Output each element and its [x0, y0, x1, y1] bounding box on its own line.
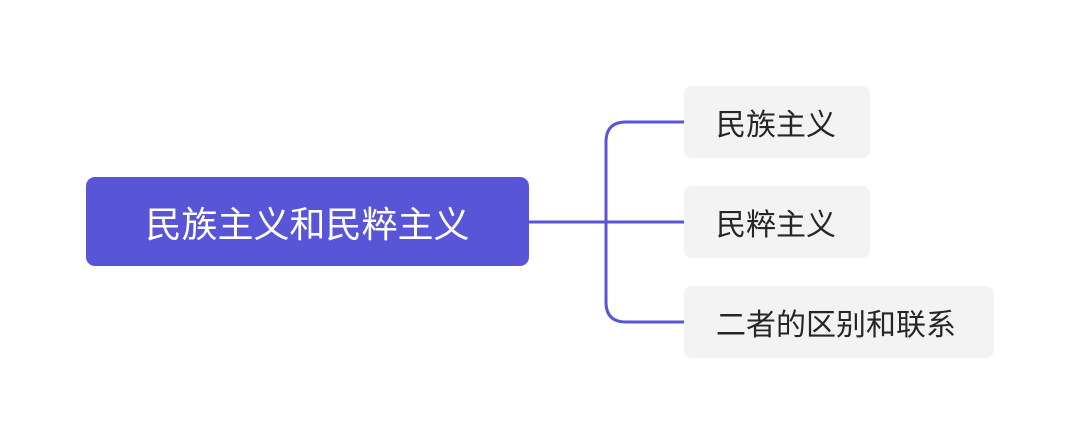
- root-topic-label: 民族主义和民粹主义: [145, 204, 470, 246]
- connector-branch-1: [604, 120, 684, 222]
- subtopic-node-populism[interactable]: 民粹主义: [684, 186, 870, 258]
- subtopic-node-comparison[interactable]: 二者的区别和联系: [684, 286, 994, 358]
- subtopic-label: 民族主义: [716, 108, 836, 143]
- root-topic-node[interactable]: 民族主义和民粹主义: [86, 177, 529, 266]
- subtopic-node-nationalism[interactable]: 民族主义: [684, 86, 870, 158]
- subtopic-label: 民粹主义: [716, 208, 836, 243]
- subtopic-label: 二者的区别和联系: [716, 308, 956, 343]
- connector-branch-3: [604, 222, 684, 324]
